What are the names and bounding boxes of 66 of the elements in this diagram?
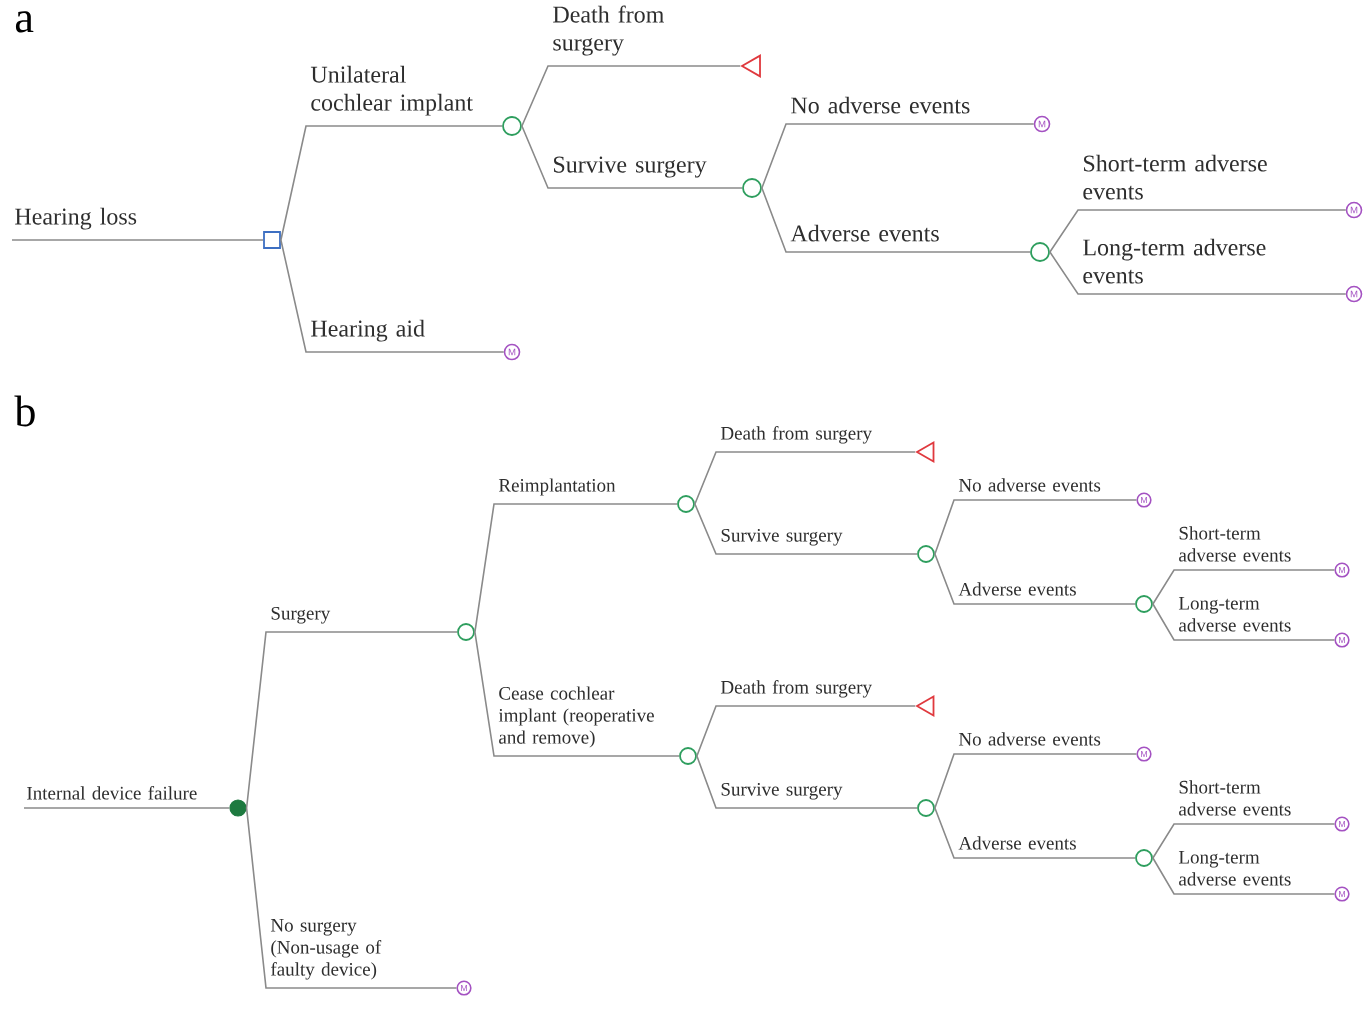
branch-label: No adverse events (791, 96, 970, 114)
branch-label: No adverse events (958, 478, 1101, 492)
branch-line (694, 503, 918, 555)
branch-label: Short-term adverse events (1179, 780, 1291, 816)
branch-line (474, 503, 678, 633)
branch-line (761, 187, 1031, 253)
branch-line (696, 755, 918, 809)
branch-label: Death from surgery (720, 426, 872, 444)
branch-label: Adverse events (958, 582, 1076, 596)
branch-line (245, 807, 458, 989)
chance-circle (502, 116, 522, 136)
branch-label: Short-term adverse events (1179, 526, 1291, 562)
branch-label: Cease cochlear implant (reoperative and remove) (498, 686, 654, 748)
branch-line (11, 239, 264, 241)
branch-label: Surgery (271, 606, 331, 624)
branch-label: Adverse events (790, 224, 939, 242)
branch-label: Reimplantation (498, 478, 616, 496)
branch-line (934, 499, 1138, 555)
chance-circle (917, 545, 935, 563)
branch-label: Unilateral cochlear implant (310, 65, 473, 116)
branch-line (521, 65, 741, 127)
branch-line (1152, 603, 1336, 641)
panel-letter: a (15, 11, 34, 33)
branch-label: Adverse events (958, 836, 1076, 850)
branch-line (761, 123, 1035, 189)
branch-label: Death from surgery (553, 5, 664, 56)
chance-circle (742, 178, 762, 198)
chance-circle (917, 799, 935, 817)
chance-dot (229, 799, 247, 817)
branch-line (474, 631, 680, 757)
branch-label: Internal device failure (27, 786, 197, 800)
branch-line (696, 705, 916, 757)
branch-label: Death from surgery (720, 680, 872, 698)
chance-circle (677, 495, 695, 513)
panel-letter: b (14, 395, 35, 427)
branch-label: Long-term adverse events (1178, 596, 1291, 632)
branch-line (1049, 251, 1347, 295)
branch-line (521, 125, 743, 189)
chance-circle (457, 623, 475, 641)
branch-line (934, 807, 1136, 859)
branch-line (280, 239, 505, 353)
branch-label: Hearing loss (15, 207, 137, 230)
chance-circle (1135, 849, 1153, 867)
chance-circle (1135, 595, 1153, 613)
chance-circle (1030, 242, 1050, 262)
branch-label: Long-term adverse events (1178, 850, 1291, 886)
branch-label: Long-term adverse events (1083, 238, 1266, 284)
branch-line (23, 807, 231, 809)
branch-line (1049, 209, 1347, 253)
branch-line (245, 631, 458, 809)
branch-label: Survive surgery (721, 528, 843, 546)
branch-line (694, 451, 916, 505)
branch-line (1152, 569, 1336, 605)
branch-label: No adverse events (958, 732, 1101, 746)
branch-line (934, 553, 1136, 605)
branch-label: Hearing aid (311, 319, 425, 342)
branch-line (280, 125, 503, 241)
decision-square (263, 231, 281, 249)
branch-line (1152, 823, 1336, 859)
branch-label: No surgery (Non-usage of faulty device) (270, 919, 382, 980)
branch-line (1152, 857, 1336, 895)
branch-line (934, 753, 1138, 809)
chance-circle (679, 747, 697, 765)
branch-label: Survive surgery (721, 782, 843, 800)
branch-label: Survive surgery (554, 156, 707, 178)
branch-label: Short-term adverse events (1083, 154, 1267, 200)
